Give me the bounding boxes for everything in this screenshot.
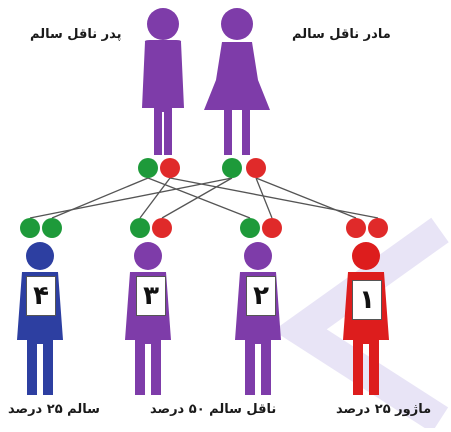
mother-allele-green <box>222 158 242 178</box>
inheritance-line-1 <box>51 177 149 219</box>
inheritance-line-3 <box>139 177 171 219</box>
father-label: پدر ناقل سالم <box>30 27 122 42</box>
child-figure-2 <box>235 242 281 395</box>
caption-healthy: سالم ۲۵ درصد <box>8 402 100 417</box>
child4-allele-1 <box>20 218 40 238</box>
inheritance-line-4 <box>169 177 379 219</box>
mother-allele-red <box>246 158 266 178</box>
mother-figure <box>204 8 270 155</box>
child-4-number: ۴ <box>26 276 56 316</box>
child-figure-3 <box>125 242 171 395</box>
child3-allele-1 <box>130 218 150 238</box>
inheritance-line-5 <box>29 177 233 219</box>
father-allele-red <box>160 158 180 178</box>
child3-allele-2 <box>152 218 172 238</box>
watermark-chevron <box>273 217 449 432</box>
inheritance-line-8 <box>255 177 357 219</box>
mother-label: مادر ناقل سالم <box>292 27 391 42</box>
parent-alleles <box>138 158 266 178</box>
child2-allele-1 <box>240 218 260 238</box>
child1-allele-2 <box>368 218 388 238</box>
caption-affected: ماژور ۲۵ درصد <box>336 402 432 417</box>
caption-carrier: ناقل سالم ۵۰ درصد <box>150 402 277 417</box>
child-1-number: ۱ <box>352 280 382 320</box>
father-figure <box>142 8 184 155</box>
child1-allele-1 <box>346 218 366 238</box>
child2-allele-2 <box>262 218 282 238</box>
child-figure-4 <box>17 242 63 395</box>
inheritance-line-7 <box>255 177 273 219</box>
child-2-number: ۲ <box>246 276 276 316</box>
inheritance-lines <box>29 177 379 219</box>
father-allele-green <box>138 158 158 178</box>
inheritance-line-6 <box>161 177 233 219</box>
child-alleles <box>20 218 388 238</box>
child4-allele-2 <box>42 218 62 238</box>
child-3-number: ۳ <box>136 276 166 316</box>
